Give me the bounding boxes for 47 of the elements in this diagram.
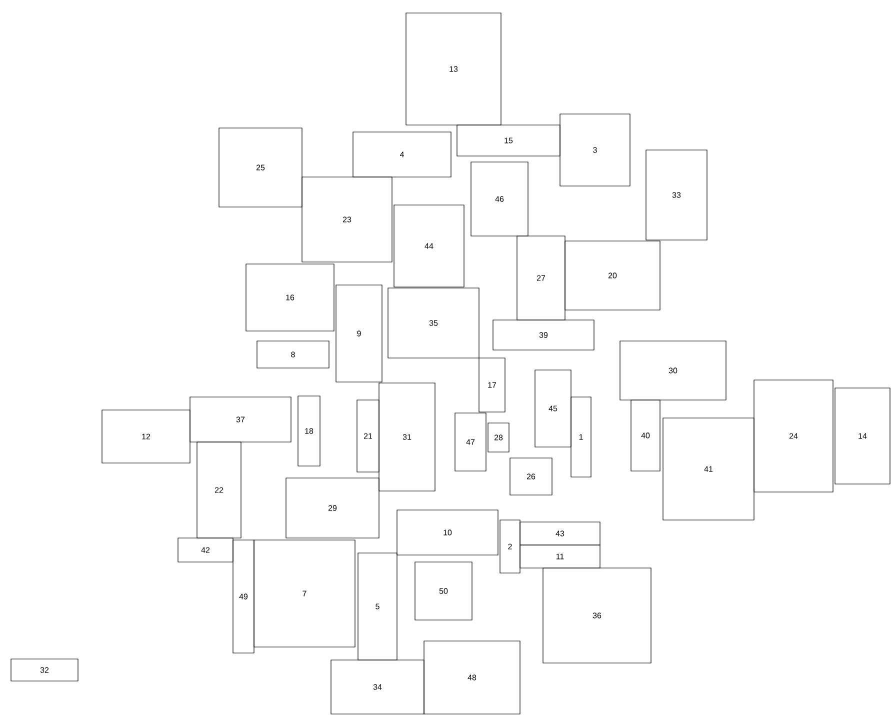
numbered-box: 11 <box>520 544 600 568</box>
numbered-box: 23 <box>302 176 392 262</box>
numbered-box: 48 <box>424 640 520 714</box>
numbered-box: 2 <box>500 520 520 574</box>
numbered-box: 28 <box>488 422 510 452</box>
numbered-box: 39 <box>492 320 594 350</box>
numbered-box: 49 <box>232 540 254 654</box>
numbered-box: 20 <box>564 240 660 310</box>
numbered-box: 10 <box>396 510 498 556</box>
numbered-box: 36 <box>542 568 652 664</box>
numbered-box: 14 <box>834 388 890 484</box>
numbered-box: 7 <box>254 540 356 648</box>
numbered-box: 13 <box>406 12 502 126</box>
numbered-box: 12 <box>102 410 190 464</box>
numbered-box: 42 <box>178 538 234 562</box>
numbered-box: 25 <box>218 128 302 208</box>
numbered-box: 41 <box>662 418 754 520</box>
numbered-box: 30 <box>620 340 726 400</box>
numbered-box: 8 <box>256 340 330 368</box>
numbered-box: 34 <box>330 660 424 714</box>
numbered-box: 4 <box>352 132 452 178</box>
numbered-box: 44 <box>394 204 464 288</box>
numbered-box: 47 <box>454 412 486 472</box>
numbered-box: 50 <box>414 562 472 620</box>
numbered-box: 15 <box>456 124 560 156</box>
numbered-box: 33 <box>646 150 708 240</box>
numbered-box: 3 <box>560 114 630 186</box>
numbered-box: 1 <box>570 396 592 478</box>
numbered-box: 22 <box>196 442 242 538</box>
numbered-box: 17 <box>478 358 506 412</box>
numbered-box: 31 <box>378 382 436 492</box>
numbered-box: 45 <box>534 370 572 448</box>
numbered-box: 9 <box>336 284 382 382</box>
numbered-box: 26 <box>510 458 552 496</box>
numbered-box: 27 <box>516 236 566 320</box>
numbered-box: 32 <box>10 658 78 682</box>
numbered-box: 40 <box>630 400 660 472</box>
numbered-box: 29 <box>286 478 380 538</box>
numbered-box: 16 <box>246 264 334 332</box>
numbered-box: 18 <box>298 396 320 466</box>
numbered-box: 43 <box>520 522 600 546</box>
numbered-box: 21 <box>356 400 380 472</box>
numbered-box: 5 <box>358 552 398 660</box>
numbered-box: 37 <box>190 396 292 442</box>
numbered-box: 24 <box>754 380 834 492</box>
numbered-box: 35 <box>388 288 480 358</box>
numbered-box: 46 <box>470 162 528 236</box>
